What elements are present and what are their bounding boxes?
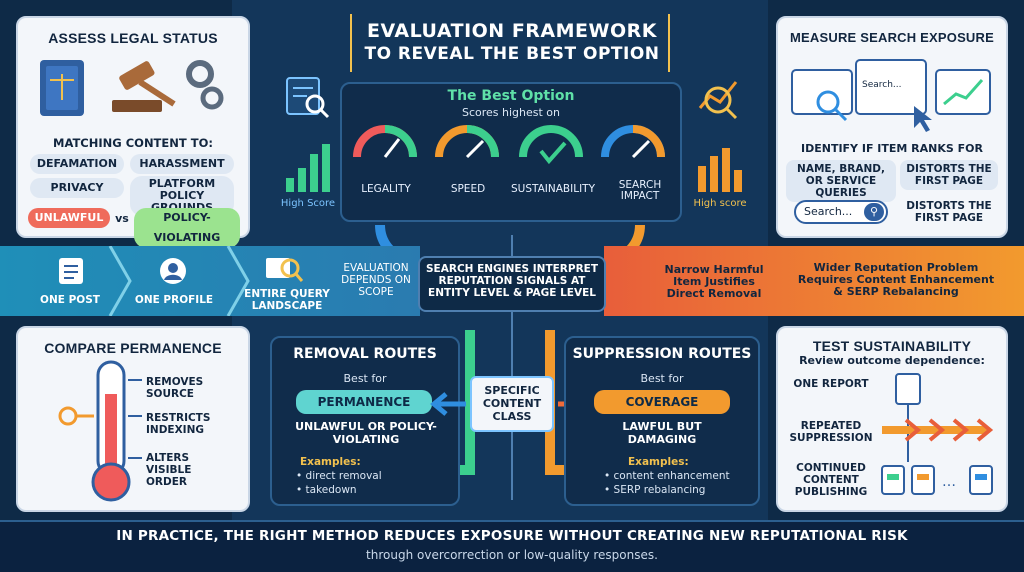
band-chevrons: [108, 246, 250, 316]
document-search-icon: [286, 77, 330, 119]
distorts-first-page-2: DISTORTS THE FIRST PAGE: [906, 200, 992, 224]
specific-content-class-box: [470, 376, 554, 432]
trend-search-icon: [698, 81, 738, 120]
center-signal-text: SEARCH ENGINES INTERPRET REPUTATION SIGN…: [426, 263, 598, 299]
gauge-label-speed: SPEED: [450, 183, 486, 195]
vs-text: vs: [115, 212, 129, 225]
footer-bar: [0, 520, 1024, 572]
removal-examples-label: Examples:: [300, 456, 361, 468]
profile-icon: [160, 258, 186, 284]
title-frame: [350, 14, 670, 72]
suppression-example-1: • content enhancement: [604, 470, 730, 482]
restricts-indexing-label: RESTRICTS INDEXING: [146, 412, 211, 436]
footer-line2: through overcorrection or low-quality re…: [366, 548, 658, 562]
removal-title: REMOVAL ROUTES: [293, 346, 437, 362]
left-arrow-icon: [430, 392, 466, 416]
alters-visible-order-label: ALTERS VISIBLE ORDER: [146, 452, 192, 488]
wider-problem-label: Wider Reputation Problem Requires Conten…: [797, 261, 995, 298]
legal-subtitle: MATCHING CONTENT TO:: [53, 136, 213, 150]
center-signal-box: [418, 256, 606, 312]
browser-search-icon: [791, 59, 991, 132]
one-report-label: ONE REPORT: [793, 378, 869, 390]
distorts-first-page-1: DISTORTS THE FIRST PAGE: [900, 160, 998, 190]
tag-harassment: HARASSMENT: [130, 154, 234, 174]
removal-desc: UNLAWFUL OR POLICY-VIOLATING: [295, 420, 437, 446]
best-option-panel: [340, 82, 682, 222]
svg-text:…: …: [942, 474, 956, 490]
suppression-title: SUPPRESSION ROUTES: [572, 346, 752, 362]
removal-routes-panel: [270, 336, 460, 506]
queries-text: NAME, BRAND, OR SERVICE QUERIES: [786, 160, 896, 202]
removal-example-1: • direct removal: [296, 470, 382, 482]
evaluation-scope-label: EVALUATION DEPENDS ON SCOPE: [341, 262, 411, 298]
title-line1: EVALUATION FRAMEWORK: [367, 20, 657, 42]
law-book-gavel-icon: [40, 60, 224, 116]
entire-query-label: ENTIRE QUERY LANDSCAPE: [244, 288, 330, 312]
identify-text: IDENTIFY IF ITEM RANKS FOR: [801, 142, 983, 155]
best-option-heading: The Best Option: [447, 88, 575, 104]
permanence-title: COMPARE PERMANENCE: [44, 340, 222, 356]
search-exposure-title: MEASURE SEARCH EXPOSURE: [790, 30, 994, 45]
permanence-tag: PERMANENCE: [296, 390, 432, 414]
scope-band-right: [604, 246, 1024, 316]
coverage-tag: COVERAGE: [594, 390, 730, 414]
mock-search-text: Search...: [862, 80, 902, 90]
bar-chart-icon-left: [286, 144, 330, 192]
removes-source-label: REMOVES SOURCE: [146, 376, 204, 400]
best-option-subheading: Scores highest on: [461, 106, 561, 119]
left-score-label: High Score: [280, 198, 336, 209]
specific-content-class-text: SPECIFIC CONTENT CLASS: [482, 384, 542, 423]
gauge-label-sustainability: SUSTAINABILITY: [510, 183, 595, 195]
permanence-card: COMPARE PERMANENCE: [16, 326, 250, 512]
unlawful-badge: UNLAWFUL: [28, 208, 110, 228]
search-box-text: Search...: [804, 205, 853, 218]
bar-chart-icon-right: [698, 148, 742, 192]
landscape-search-icon: [266, 258, 304, 282]
title-line2: TO REVEAL THE BEST OPTION: [364, 44, 660, 64]
suppression-routes-panel: [564, 336, 760, 506]
suppression-desc: LAWFUL BUT DAMAGING: [622, 420, 702, 446]
gauge-label-search-impact: SEARCH IMPACT: [618, 179, 662, 202]
sustainability-title: TEST SUSTAINABILITY: [812, 338, 972, 354]
suppression-examples-label: Examples:: [628, 456, 689, 468]
one-profile-label: ONE PROFILE: [134, 294, 214, 306]
sustainability-process-icons: …: [881, 373, 994, 495]
search-icon: ⚲: [864, 203, 884, 221]
right-score-label: High score: [693, 198, 747, 209]
legal-status-title: ASSESS LEGAL STATUS: [48, 30, 218, 46]
removal-best-for: Best for: [343, 372, 387, 385]
tag-privacy: PRIVACY: [30, 178, 124, 198]
one-post-label: ONE POST: [40, 294, 100, 306]
removal-example-2: • takedown: [296, 484, 357, 496]
sustainability-subtitle: Review outcome dependence:: [799, 354, 985, 367]
policy-violating-badge: POLICY-VIOLATING: [134, 208, 240, 248]
narrow-item-label: Narrow Harmful Item Justifies Direct Rem…: [664, 263, 764, 300]
tag-defamation: DEFAMATION: [30, 154, 124, 174]
thermometer-icon: [58, 360, 142, 502]
continued-publishing-label: CONTINUED CONTENT PUBLISHING: [794, 462, 868, 498]
footer-line1: IN PRACTICE, THE RIGHT METHOD REDUCES EX…: [116, 528, 908, 544]
gauge-icons: [353, 125, 665, 165]
post-icon: [59, 258, 83, 284]
suppression-example-2: • SERP rebalancing: [604, 484, 706, 496]
repeated-suppression-label: REPEATED SUPPRESSION: [789, 420, 873, 444]
suppression-best-for: Best for: [640, 372, 684, 385]
gauge-label-legality: LEGALITY: [361, 183, 411, 195]
